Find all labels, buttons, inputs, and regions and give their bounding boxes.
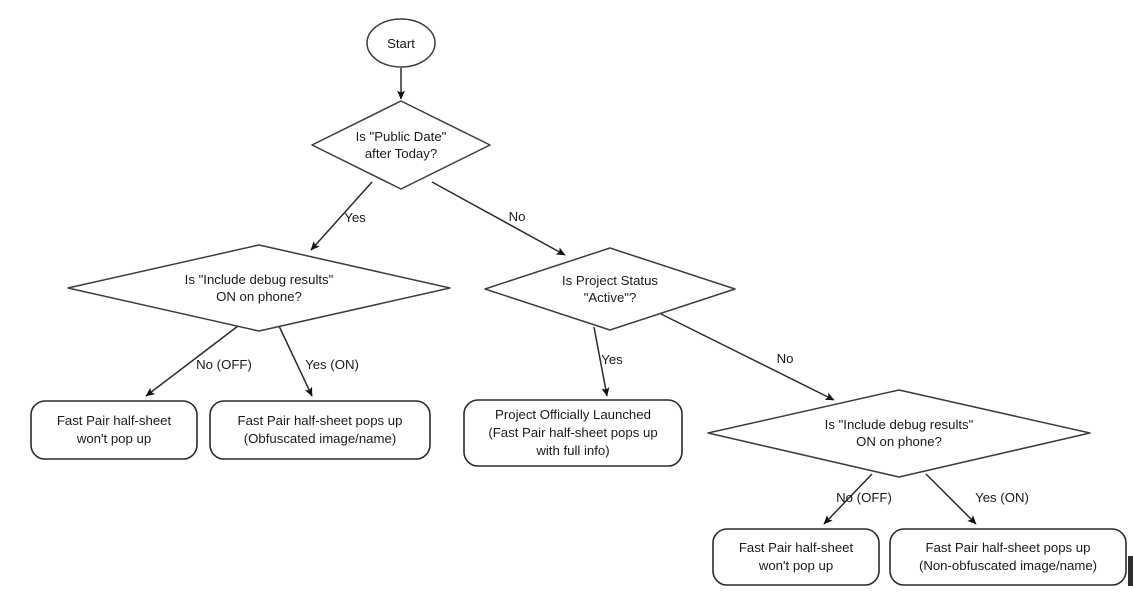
node-terminal-project-launched-line3: with full info) — [535, 443, 609, 458]
node-decision-public-date-line1: Is "Public Date" — [356, 129, 447, 144]
node-start-label: Start — [387, 36, 415, 51]
node-terminal-project-launched-line2: (Fast Pair half-sheet pops up — [488, 425, 657, 440]
node-terminal-project-launched[interactable]: Project Officially Launched (Fast Pair h… — [463, 399, 683, 467]
edge-d2-no-off-to-t1: No (OFF) — [145, 325, 252, 397]
node-start[interactable]: Start — [366, 18, 436, 68]
node-terminal-obfuscated-popup[interactable]: Fast Pair half-sheet pops up (Obfuscated… — [209, 400, 431, 460]
node-terminal-no-popup-right[interactable]: Fast Pair half-sheet won't pop up — [712, 528, 880, 586]
node-decision-debug-results-right-line2: ON on phone? — [856, 434, 942, 449]
node-terminal-non-obfuscated-popup-line2: (Non-obfuscated image/name) — [919, 558, 1097, 573]
edge-d2-yes-on-to-t2: Yes (ON) — [278, 325, 359, 397]
node-terminal-no-popup-left-line2: won't pop up — [76, 431, 151, 446]
node-decision-public-date[interactable]: Is "Public Date" after Today? — [311, 100, 491, 190]
page-edge-artifact — [1128, 556, 1133, 586]
edge-label-no-off-right: No (OFF) — [836, 490, 892, 505]
edge-d1-yes-to-d2: Yes — [310, 181, 373, 251]
node-decision-debug-results-right-line1: Is "Include debug results" — [825, 417, 974, 432]
edge-label-yes-public-date: Yes — [344, 210, 366, 225]
node-decision-project-status-line2: "Active"? — [584, 290, 637, 305]
node-terminal-no-popup-right-line2: won't pop up — [758, 558, 833, 573]
node-terminal-non-obfuscated-popup[interactable]: Fast Pair half-sheet pops up (Non-obfusc… — [889, 528, 1127, 586]
edge-d3-no-to-d4: No — [660, 313, 835, 401]
edge-label-no-off-left: No (OFF) — [196, 357, 252, 372]
edge-d1-no-to-d3: No — [431, 181, 566, 256]
edge-label-no-public-date: No — [509, 209, 526, 224]
node-decision-project-status-line1: Is Project Status — [562, 273, 658, 288]
node-decision-debug-results-left-line1: Is "Include debug results" — [185, 272, 334, 287]
edge-d3-yes-to-t3: Yes — [593, 326, 623, 397]
node-decision-debug-results-left[interactable]: Is "Include debug results" ON on phone? — [67, 244, 451, 332]
edge-label-no-project-status: No — [777, 351, 794, 366]
edge-label-yes-on-right: Yes (ON) — [975, 490, 1029, 505]
node-decision-public-date-line2: after Today? — [365, 146, 437, 161]
edge-d4-no-off-to-t4: No (OFF) — [823, 473, 892, 525]
node-terminal-obfuscated-popup-line1: Fast Pair half-sheet pops up — [238, 413, 403, 428]
node-terminal-no-popup-right-line1: Fast Pair half-sheet — [739, 540, 854, 555]
node-terminal-no-popup-left-line1: Fast Pair half-sheet — [57, 413, 172, 428]
node-decision-debug-results-right[interactable]: Is "Include debug results" ON on phone? — [707, 389, 1091, 478]
node-terminal-project-launched-line1: Project Officially Launched — [495, 407, 651, 422]
edge-d4-yes-on-to-t5: Yes (ON) — [925, 473, 1029, 525]
node-terminal-non-obfuscated-popup-line1: Fast Pair half-sheet pops up — [926, 540, 1091, 555]
node-terminal-no-popup-left[interactable]: Fast Pair half-sheet won't pop up — [30, 400, 198, 460]
node-terminal-obfuscated-popup-line2: (Obfuscated image/name) — [244, 431, 396, 446]
node-decision-debug-results-left-line2: ON on phone? — [216, 289, 302, 304]
node-decision-project-status[interactable]: Is Project Status "Active"? — [484, 247, 736, 331]
edge-label-yes-project-status: Yes — [601, 352, 623, 367]
edge-label-yes-on-left: Yes (ON) — [305, 357, 359, 372]
